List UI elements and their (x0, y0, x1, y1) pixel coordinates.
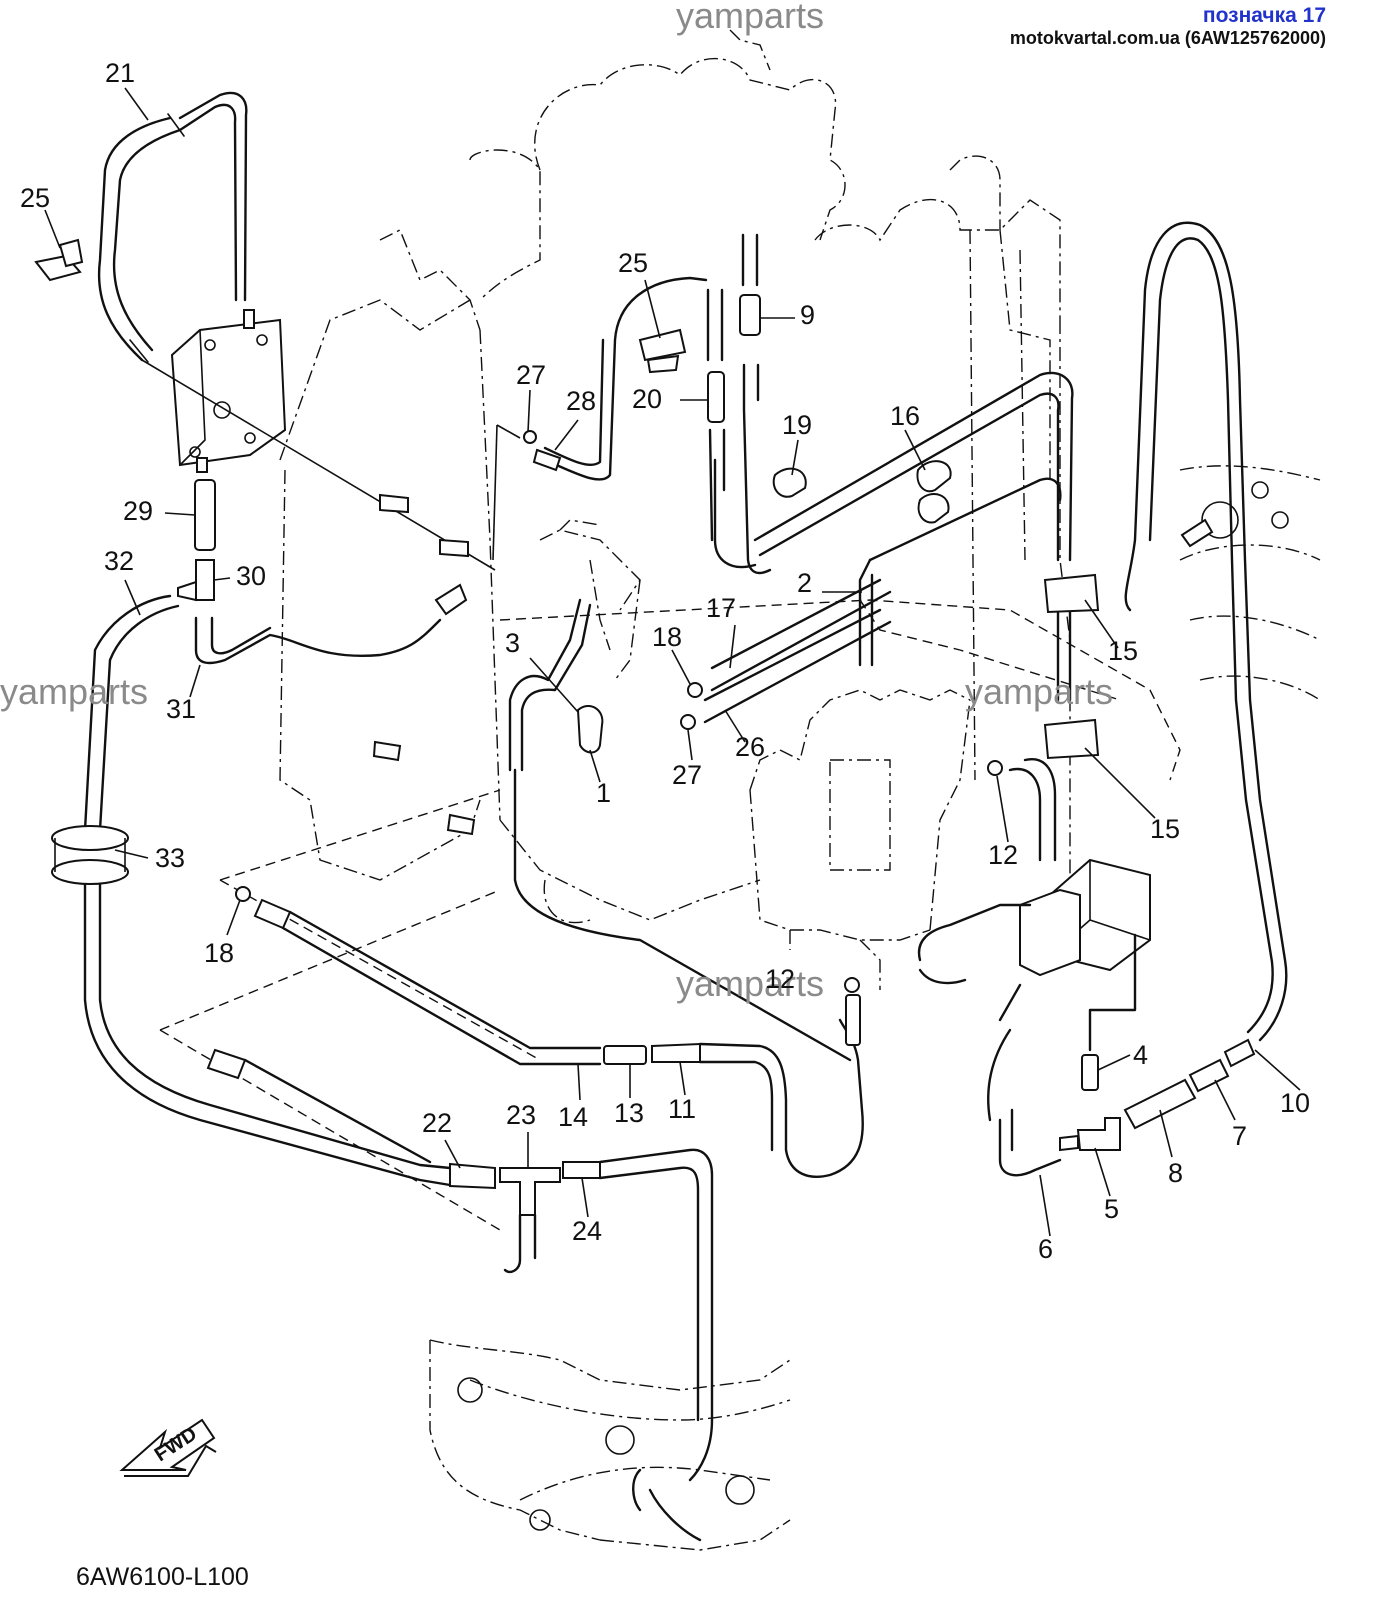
watermark-left: yamparts (0, 671, 148, 712)
label-33: 33 (155, 843, 185, 873)
engine-outline (159, 29, 1321, 1551)
label-28: 28 (566, 386, 596, 416)
label-7: 7 (1232, 1121, 1247, 1151)
header-block: позначка 17 motokvartal.com.ua (6AW12576… (1010, 4, 1326, 49)
label-29: 29 (123, 496, 153, 526)
label-18-center: 18 (652, 622, 682, 652)
label-8: 8 (1168, 1158, 1183, 1188)
diagram-reference: 6AW6100-L100 (76, 1563, 249, 1591)
hose-lines (34, 91, 1288, 1542)
label-2: 2 (797, 568, 812, 598)
label-6: 6 (1038, 1234, 1053, 1264)
page-mark-title: позначка 17 (1202, 4, 1326, 27)
label-15-upper: 15 (1108, 636, 1138, 666)
watermark-right: yamparts (965, 671, 1113, 712)
label-1: 1 (596, 778, 611, 808)
label-32: 32 (104, 546, 134, 576)
label-9: 9 (800, 300, 815, 330)
label-22: 22 (422, 1108, 452, 1138)
label-3: 3 (505, 628, 520, 658)
label-19: 19 (782, 410, 812, 440)
label-15-lower: 15 (1150, 814, 1180, 844)
label-25-middle: 25 (618, 248, 648, 278)
label-5: 5 (1104, 1194, 1119, 1224)
label-12-bottom: 12 (765, 964, 795, 994)
source-reference: motokvartal.com.ua (6AW125762000) (1009, 28, 1326, 48)
part-labels: 21 25 29 30 32 31 33 18 27 28 25 20 9 19… (20, 58, 1310, 1264)
fuel-pump-plate (170, 309, 287, 473)
label-23: 23 (506, 1100, 536, 1130)
label-14: 14 (558, 1102, 588, 1132)
label-16: 16 (890, 401, 920, 431)
leader-lines (44, 87, 1301, 1237)
label-12-right: 12 (988, 840, 1018, 870)
label-27-center: 27 (672, 760, 702, 790)
label-27-top: 27 (516, 360, 546, 390)
label-30: 30 (236, 561, 266, 591)
label-24: 24 (572, 1216, 602, 1246)
label-20: 20 (632, 384, 662, 414)
watermark-top: yamparts (676, 0, 824, 36)
hose-21-a (97, 116, 172, 362)
label-31: 31 (166, 694, 196, 724)
label-21: 21 (105, 58, 135, 88)
label-17: 17 (706, 593, 736, 623)
label-13: 13 (614, 1098, 644, 1128)
watermark-bottom: yamparts (676, 963, 824, 1004)
fwd-arrow-icon: FWD (119, 1418, 217, 1477)
hose-21-b (178, 91, 248, 302)
label-4: 4 (1133, 1040, 1148, 1070)
label-18-left: 18 (204, 938, 234, 968)
label-26: 26 (735, 732, 765, 762)
label-11: 11 (668, 1094, 696, 1124)
label-10: 10 (1280, 1088, 1310, 1118)
label-25-left: 25 (20, 183, 50, 213)
